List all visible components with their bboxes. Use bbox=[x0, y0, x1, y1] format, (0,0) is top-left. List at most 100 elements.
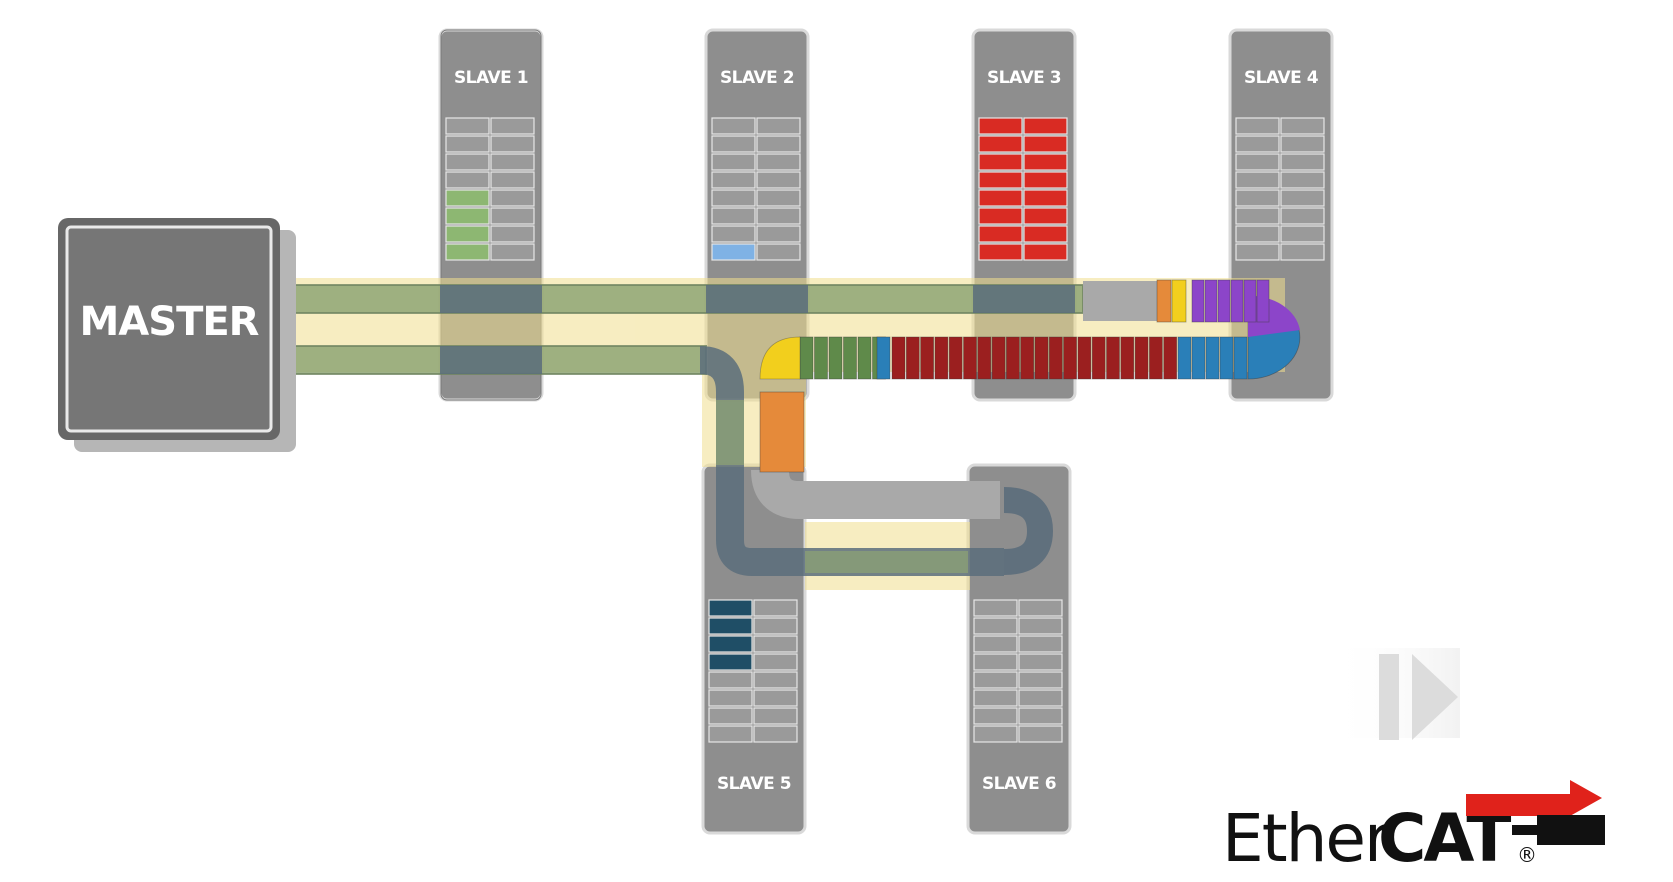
register-cell bbox=[1235, 225, 1280, 243]
slave-4-label: SLAVE 4 bbox=[1244, 68, 1319, 88]
packet-red bbox=[1077, 336, 1092, 380]
register-cell bbox=[1018, 635, 1063, 653]
register-cell bbox=[711, 135, 756, 153]
packet-red bbox=[1020, 336, 1035, 380]
register-cell bbox=[445, 117, 490, 135]
slave-3-label: SLAVE 3 bbox=[987, 68, 1061, 88]
register-cell bbox=[1235, 171, 1280, 189]
register-cell bbox=[1018, 599, 1063, 617]
register-cell bbox=[1235, 207, 1280, 225]
register-cell bbox=[445, 135, 490, 153]
packet-red bbox=[963, 336, 977, 380]
logo-red-arrow bbox=[1466, 780, 1602, 816]
register-cell bbox=[445, 207, 490, 225]
packet-purple bbox=[1204, 279, 1218, 323]
packet-red bbox=[1120, 336, 1135, 380]
register-cell bbox=[1235, 153, 1280, 171]
register-cell bbox=[978, 135, 1023, 153]
play-icon-bar bbox=[1379, 654, 1399, 740]
register-cell bbox=[1018, 653, 1063, 671]
register-cell bbox=[973, 725, 1018, 743]
register-cell bbox=[711, 171, 756, 189]
register-cell bbox=[1280, 153, 1325, 171]
register-cell bbox=[1023, 243, 1068, 261]
register-cell bbox=[490, 117, 535, 135]
packet-red bbox=[1091, 336, 1106, 380]
register-cell bbox=[756, 225, 801, 243]
register-cell bbox=[1018, 689, 1063, 707]
packet-red bbox=[1048, 336, 1063, 380]
register-cell bbox=[756, 207, 801, 225]
register-cell bbox=[711, 225, 756, 243]
slave-2-label: SLAVE 2 bbox=[720, 68, 794, 88]
register-cell bbox=[708, 653, 753, 671]
packet-blue bbox=[1219, 336, 1234, 380]
packet-red bbox=[1106, 336, 1120, 380]
slave-6-register-grid bbox=[973, 599, 1063, 743]
packet-green bbox=[843, 336, 857, 380]
ethercat-logo: Ether CAT ® bbox=[1222, 780, 1605, 877]
slave-3-register-grid bbox=[978, 117, 1068, 261]
slave-1-label: SLAVE 1 bbox=[454, 68, 528, 88]
register-cell bbox=[1235, 189, 1280, 207]
register-cell bbox=[1280, 207, 1325, 225]
register-cell bbox=[711, 153, 756, 171]
register-cell bbox=[1280, 135, 1325, 153]
master-node: MASTER bbox=[58, 218, 296, 452]
register-cell bbox=[708, 617, 753, 635]
register-cell bbox=[1235, 243, 1280, 261]
register-cell bbox=[490, 243, 535, 261]
register-cell bbox=[490, 189, 535, 207]
register-cell bbox=[978, 207, 1023, 225]
packet-red bbox=[1134, 336, 1149, 380]
packet-red bbox=[1006, 336, 1020, 380]
packet-red bbox=[1163, 336, 1178, 380]
register-cell bbox=[973, 635, 1018, 653]
packet-red bbox=[977, 336, 992, 380]
register-cell bbox=[753, 707, 798, 725]
register-cell bbox=[490, 171, 535, 189]
register-cell bbox=[978, 153, 1023, 171]
register-cell bbox=[973, 671, 1018, 689]
register-cell bbox=[978, 117, 1023, 135]
register-cell bbox=[978, 189, 1023, 207]
register-cell bbox=[1280, 243, 1325, 261]
register-cell bbox=[753, 599, 798, 617]
slave-1-register-grid bbox=[445, 117, 535, 261]
slave-4-register-grid bbox=[1235, 117, 1325, 261]
register-cell bbox=[753, 653, 798, 671]
packet-red bbox=[991, 336, 1006, 380]
register-cell bbox=[1018, 707, 1063, 725]
register-cell bbox=[490, 135, 535, 153]
register-cell bbox=[753, 689, 798, 707]
packet-red bbox=[905, 336, 920, 380]
register-cell bbox=[1023, 189, 1068, 207]
register-cell bbox=[708, 707, 753, 725]
logo-ether-text: Ether bbox=[1222, 800, 1392, 877]
packet-red bbox=[934, 336, 949, 380]
register-cell bbox=[753, 617, 798, 635]
register-cell bbox=[708, 599, 753, 617]
packet-purple bbox=[1191, 279, 1205, 323]
register-cell bbox=[445, 243, 490, 261]
packet-purple bbox=[1230, 279, 1244, 323]
packet-green bbox=[799, 336, 814, 380]
register-cell bbox=[711, 243, 756, 261]
register-cell bbox=[490, 225, 535, 243]
packet-green bbox=[828, 336, 843, 380]
register-cell bbox=[978, 243, 1023, 261]
register-cell bbox=[1023, 225, 1068, 243]
register-cell bbox=[973, 689, 1018, 707]
register-cell bbox=[708, 635, 753, 653]
packet-red bbox=[1063, 336, 1077, 380]
track-group bbox=[277, 281, 1157, 576]
register-cell bbox=[708, 671, 753, 689]
packet-red bbox=[891, 336, 906, 380]
register-cell bbox=[756, 189, 801, 207]
logo-black-arrow bbox=[1512, 815, 1605, 845]
register-cell bbox=[445, 189, 490, 207]
register-cell bbox=[756, 135, 801, 153]
play-button[interactable] bbox=[1330, 648, 1460, 740]
packet-blue bbox=[1205, 336, 1220, 380]
